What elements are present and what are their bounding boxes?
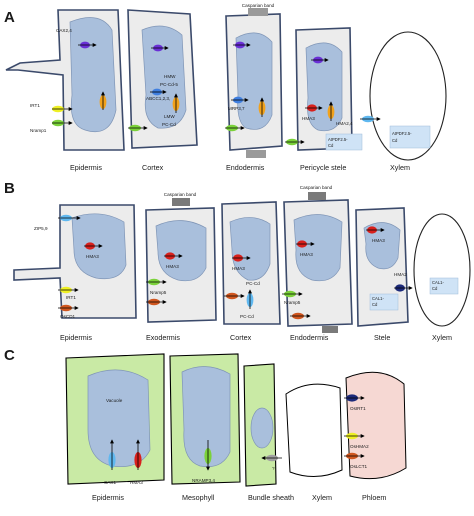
a-atpdf-left-line1: AtPDF2.5-: [328, 137, 348, 142]
b-tissue-cortex: Cortex: [230, 333, 252, 342]
c-vacuole-label: Vacuole: [106, 398, 123, 403]
b-cal-box-left: [369, 293, 399, 311]
c-tissue-phloem: Phloem: [362, 493, 386, 502]
a-tissue-epidermis: Epidermis: [70, 163, 102, 172]
b-stele-vacuole: [363, 222, 401, 270]
a-tissue-pericycle: Pericycle stele: [300, 163, 346, 172]
c-epidermis-vacuole: [87, 369, 151, 467]
b-casparian-label-1: Casparian band: [164, 192, 197, 197]
b-nramp5-endo-label: Nramp5: [284, 300, 301, 305]
panel-b-letter: B: [4, 180, 15, 197]
c-phloem-cell: [345, 371, 407, 480]
b-tissue-stele: Stele: [374, 333, 390, 342]
a-irt1-label: IRT1: [30, 103, 40, 108]
b-hma3-cor-label: HMA3: [232, 266, 245, 271]
c-mesophyll-vacuole: [181, 366, 231, 468]
b-nramp5-exo-label: Nramp5: [150, 290, 167, 295]
a-mrp-label: MRP3,7: [228, 106, 245, 111]
b-cal-left-line1: CAL1-: [372, 296, 384, 301]
b-casparian-band-1: [172, 198, 190, 206]
a-atpdf-right-line1: AtPDF2.5-: [392, 131, 412, 136]
c-oshma-label: OsHMA2: [350, 444, 369, 449]
c-cax1-label: CAX1: [104, 480, 116, 485]
c-tissue-epidermis: Epidermis: [92, 493, 124, 502]
a-pccd5-label: PC-Cd-5: [160, 82, 178, 87]
c-tissue-bundle-sheath: Bundle sheath: [248, 493, 294, 502]
b-hma3-epi-label: HMA3: [86, 254, 99, 259]
c-hma3-label: HMA3: [130, 480, 143, 485]
a-epidermis-vacuole: [69, 17, 117, 133]
a-hma24-label: HMA2,4: [336, 121, 353, 126]
b-cal-right-line1: CAL1-: [432, 280, 444, 285]
b-oscd-label: OsCD1: [60, 314, 76, 319]
b-irt-label: IRT1: [66, 295, 76, 300]
a-abcc-label: ABCC1,2,3,: [146, 96, 170, 101]
panel-c-letter: C: [4, 347, 15, 364]
a-tissue-xylem: Xylem: [390, 163, 410, 172]
b-tissue-xylem: Xylem: [432, 333, 452, 342]
c-tissue-mesophyll: Mesophyll: [182, 493, 215, 502]
c-nramp-label: NRAMP3,4: [192, 478, 215, 483]
b-hma2-label: HMA2: [394, 272, 407, 277]
b-cortex-vacuole: [229, 217, 271, 281]
b-zip-label: ZIP5,9: [34, 226, 48, 231]
a-lmw-label: LMW: [164, 114, 175, 119]
b-cal-left-line2: Cd: [372, 302, 378, 307]
a-hma3-label: HMA3: [302, 116, 315, 121]
b-tissue-endodermis: Endodermis: [290, 333, 329, 342]
a-tissue-endodermis: Endodermis: [226, 163, 265, 172]
a-casparian-band-bottom: [246, 150, 266, 158]
b-tissue-exodermis: Exodermis: [146, 333, 180, 342]
b-hma3-stele-label: HMA3: [372, 238, 385, 243]
a-atpdf-box-right: [389, 125, 431, 149]
a-hmw-label: HMW: [164, 74, 176, 79]
c-bundle-sheath-vacuole: [250, 407, 274, 449]
a-casparian-label: Casparian band: [242, 3, 275, 8]
a-atpdf-left-line2: Cd: [328, 143, 334, 148]
b-hma3-endo-label: HMA3: [300, 252, 313, 257]
b-cal-right-line2: Cd: [432, 286, 438, 291]
a-nramp1-label: Nramp1: [30, 128, 47, 133]
b-pccd-top-label: PC-Cd: [246, 281, 260, 286]
b-endodermis-vacuole: [293, 214, 343, 282]
c-oslct-label: OsLCT1: [350, 464, 368, 469]
c-question-label: ?: [272, 466, 275, 471]
c-xylem-cell: [285, 383, 343, 477]
b-casparian-band-2: [308, 192, 326, 200]
a-atpdf-box-left: [325, 133, 363, 151]
b-hma3-exo-label: HMA3: [166, 264, 179, 269]
panel-b: B Casparian band Casparian band ZIP5,9 H…: [4, 180, 471, 342]
panel-c: C Vacuole CAX1 HMA3 NRAMP3,4 ? OsIRT1 Os…: [4, 347, 407, 502]
a-cax24-label: CAX2,4: [56, 28, 72, 33]
a-atpdf-right-line2: Cd: [392, 138, 398, 143]
a-casparian-band-top: [248, 8, 268, 16]
b-cal-box-right: [429, 277, 459, 295]
c-osirt-label: OsIRT1: [350, 406, 366, 411]
b-pccd-bot-label: PC-Cd: [240, 314, 254, 319]
a-pccd-label: PC-Cd: [162, 122, 176, 127]
b-xylem-cell: [413, 213, 471, 327]
c-tissue-xylem: Xylem: [312, 493, 332, 502]
b-casparian-label-2: Casparian band: [300, 185, 333, 190]
a-tissue-cortex: Cortex: [142, 163, 164, 172]
panel-a: A Casparian band CAX2,4 IRT1 Nramp1: [4, 3, 447, 172]
b-tissue-epidermis: Epidermis: [60, 333, 92, 342]
b-casparian-band-3: [322, 326, 338, 333]
b-exodermis-vacuole: [155, 220, 207, 282]
panel-a-letter: A: [4, 9, 15, 26]
